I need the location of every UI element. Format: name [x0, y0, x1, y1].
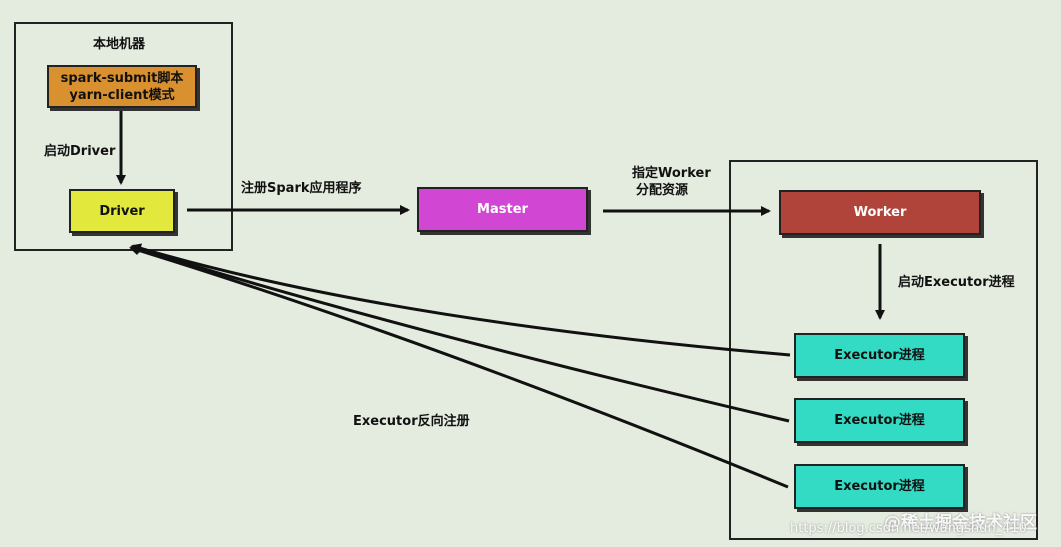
label-assign-line1: 指定Worker	[632, 166, 711, 181]
master-box: Master	[417, 187, 588, 232]
master-label: Master	[477, 202, 528, 217]
executor-label: Executor进程	[834, 348, 925, 363]
local-machine-frame	[14, 22, 233, 251]
local-machine-title: 本地机器	[93, 37, 146, 52]
executor-box: Executor进程	[794, 464, 965, 509]
arrow-reverse-register-2	[130, 244, 790, 423]
spark-submit-line2: yarn-client模式	[69, 87, 175, 103]
label-assign-worker: 指定Worker 分配资源	[632, 165, 711, 199]
spark-submit-line1: spark-submit脚本	[60, 70, 184, 86]
arrow-reverse-register-3	[129, 245, 789, 489]
spark-submit-box: spark-submit脚本 yarn-client模式	[47, 65, 197, 108]
label-start-driver: 启动Driver	[44, 144, 116, 159]
worker-label: Worker	[853, 205, 907, 220]
arrow-reverse-register-1	[131, 243, 791, 357]
label-reverse-register: Executor反向注册	[353, 414, 470, 429]
watermark-url: https://blog.csdn.net/wangshun_410	[790, 521, 1027, 536]
executor-box: Executor进程	[794, 398, 965, 443]
watermark-brand: @稀土掘金技术社区	[884, 513, 1037, 533]
worker-box: Worker	[779, 190, 981, 235]
label-register-app: 注册Spark应用程序	[241, 181, 362, 196]
driver-box: Driver	[69, 189, 175, 233]
executor-box: Executor进程	[794, 333, 965, 378]
label-start-executor: 启动Executor进程	[898, 275, 1015, 290]
executor-label: Executor进程	[834, 413, 925, 428]
driver-label: Driver	[99, 203, 145, 219]
label-assign-line2: 分配资源	[636, 183, 689, 198]
executor-label: Executor进程	[834, 479, 925, 494]
